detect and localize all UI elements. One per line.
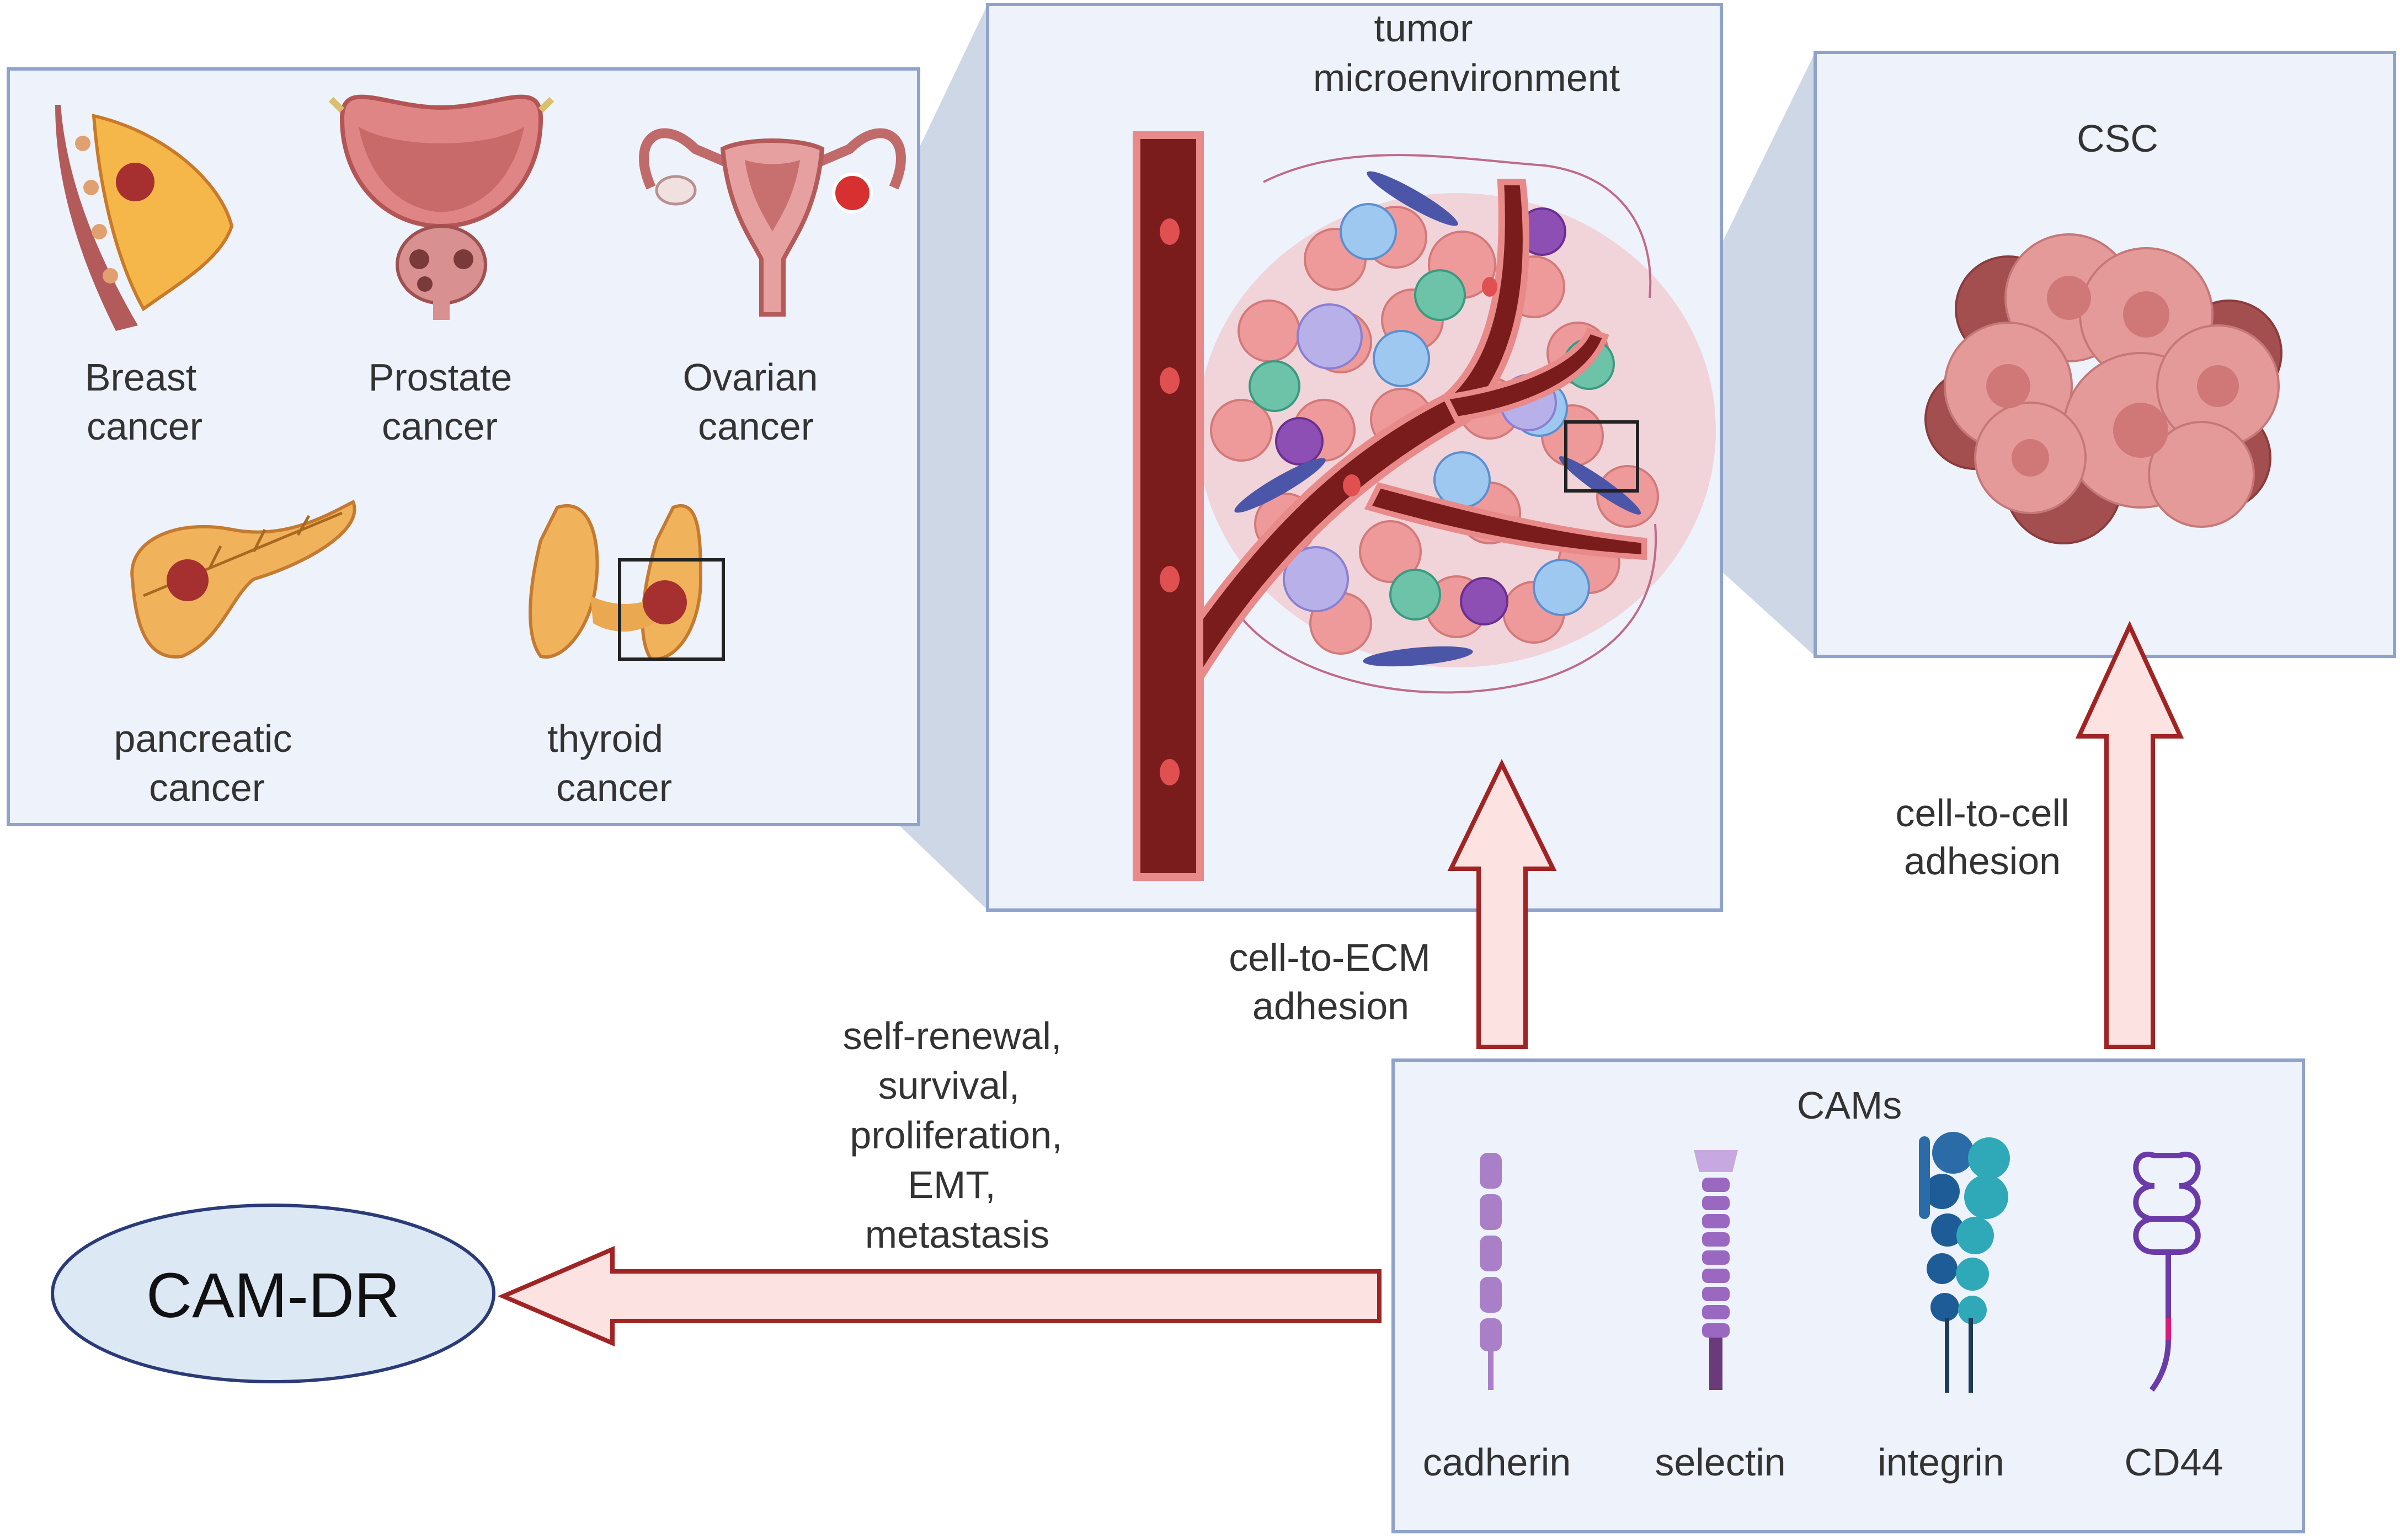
ecm-adhesion-line1: cell-to-ECM [1229,936,1431,979]
ovarian-label-line2: cancer [698,405,814,448]
csc-title: CSC [2077,117,2158,160]
blood-vessel-illustration [1133,131,1647,881]
thyroid-label-line1: thyroid [547,717,663,760]
cams-title: CAMs [1797,1084,1902,1127]
cell-adhesion-line1: cell-to-cell [1895,792,2069,835]
prostate-cancer-icon [328,94,554,320]
effects-line5: metastasis [865,1213,1050,1256]
cam-dr-label: CAM-DR [146,1260,400,1331]
pancreatic-label-line2: cancer [149,766,265,809]
integrin-icon [1919,1132,2010,1393]
ecm-adhesion-line2: adhesion [1252,985,1409,1028]
pancreatic-cancer-icon [130,499,356,659]
tme-title-line2: microenvironment [1313,56,1620,99]
cam-label-integrin: integrin [1878,1441,2004,1484]
cd44-icon [2133,1151,2201,1392]
ovarian-label-line1: Ovarian [682,356,818,399]
tme-title-line1: tumor [1374,7,1473,50]
cell-adhesion-line2: adhesion [1904,839,2061,883]
ovarian-cancer-icon [639,128,906,317]
thyroid-label-line2: cancer [556,766,672,809]
breast-label-line2: cancer [87,405,202,448]
cams-panel [1391,1058,2305,1533]
arrow-cell-to-ecm [1447,758,1557,1049]
arrow-cell-to-cell [2075,621,2184,1049]
cadherin-icon [1480,1153,1502,1390]
prostate-label-line1: Prostate [369,356,513,399]
cam-label-selectin: selectin [1655,1441,1785,1484]
breast-label-line1: Breast [85,356,196,399]
csc-cluster-illustration [1924,233,2282,544]
effects-line2: survival, [878,1064,1020,1107]
effects-line1: self-renewal, [843,1014,1062,1057]
cam-label-cadherin: cadherin [1423,1441,1571,1484]
tumor-cluster-illustration [1197,154,1716,694]
cam-label-cd44: CD44 [2125,1441,2223,1484]
effects-line4: EMT, [908,1163,995,1206]
thyroid-zoom-box [618,558,725,661]
thyroid-cancer-icon [529,504,703,661]
cam-dr-ellipse [51,1204,495,1383]
breast-cancer-icon [55,105,234,331]
tme-zoom-box [1564,420,1639,493]
prostate-label-line2: cancer [382,405,498,448]
arrow-to-cam-dr [497,1245,1382,1347]
pancreatic-label-line1: pancreatic [114,717,292,760]
selectin-icon [1694,1150,1738,1390]
effects-line3: proliferation, [850,1114,1062,1157]
